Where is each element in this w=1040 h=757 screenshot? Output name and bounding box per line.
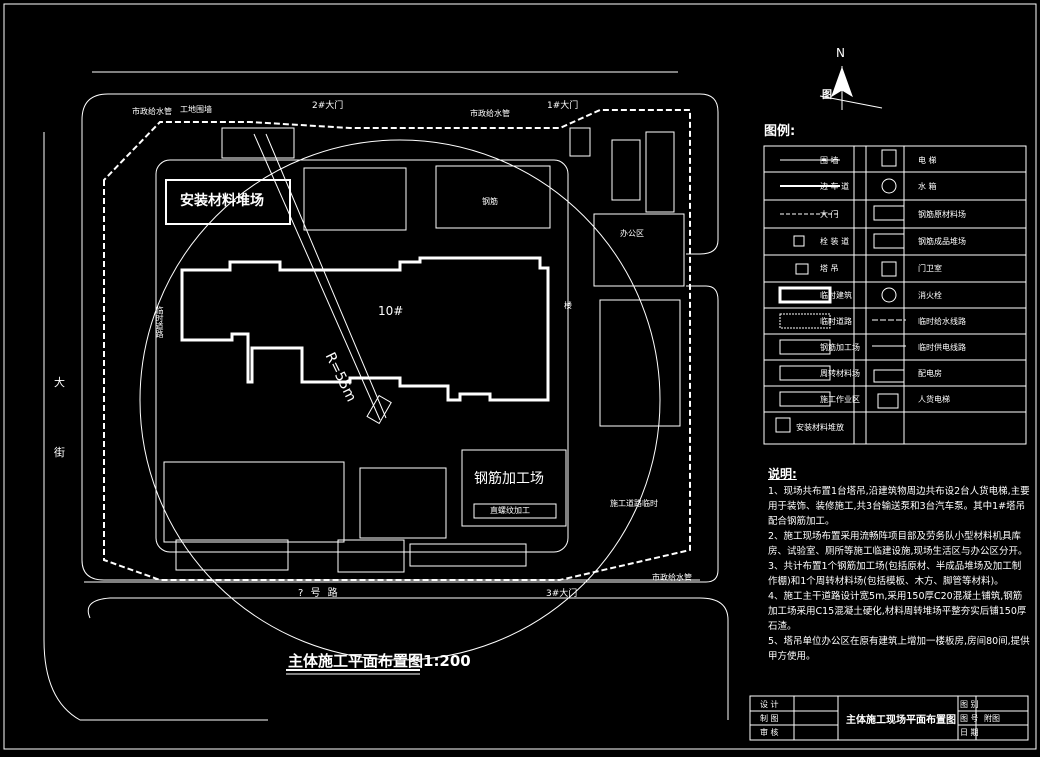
water-main-label-c: 市政给水管 — [652, 573, 692, 582]
note-item: 1、现场共布置1台塔吊,沿建筑物周边共布设2台人货电梯,主要用于装饰、装修施工,… — [768, 486, 1030, 527]
street-label-a: 大 — [54, 376, 65, 389]
legend-item: 周转材料场 — [820, 369, 860, 378]
crane-arm — [253, 133, 381, 421]
street-label-b: 街 — [54, 446, 65, 459]
legend-item: 施工作业区 — [820, 395, 860, 404]
legend-item: 电 梯 — [918, 156, 937, 165]
title-block-number-value: 附图 — [984, 714, 1000, 723]
legend-item: 临时供电线路 — [918, 343, 966, 352]
tower-crane — [366, 394, 392, 425]
north-label: N — [836, 46, 845, 60]
install-yard-label: 安装材料堆场 — [180, 193, 264, 209]
drawing-frame — [3, 3, 1037, 750]
building-10-outline — [180, 256, 550, 402]
title-block-date-label: 日 期 — [960, 728, 979, 737]
water-main-label-a: 市政给水管 — [132, 107, 172, 116]
south-road-edge — [87, 597, 729, 720]
outer-site-road — [108, 93, 719, 255]
legend-item: 栓 装 道 — [820, 237, 850, 246]
office-block-bottom-1 — [175, 539, 289, 571]
office-block-top — [221, 127, 295, 159]
west-street-edge — [43, 132, 268, 721]
notes-title: 说明: — [768, 467, 797, 481]
crane-radius-circle — [139, 139, 661, 661]
turnover-material-yard — [163, 461, 345, 543]
install-material-yard — [165, 179, 291, 225]
east-building-2 — [599, 299, 681, 427]
legend-item: 钢筋原材料场 — [918, 210, 966, 219]
title-block-number-label: 图 号 — [960, 714, 979, 723]
inner-site-road — [155, 159, 569, 553]
title-block-check: 审 核 — [760, 728, 779, 737]
rebar-yard-label: 钢筋加工场 — [474, 471, 544, 487]
legend-item: 围 墙 — [820, 156, 839, 165]
east-building-1 — [593, 213, 685, 287]
ne-building-2 — [611, 139, 641, 201]
office-area-label: 办公区 — [620, 229, 644, 238]
legend-item: 临时给水线路 — [918, 317, 966, 326]
thread-processing-label: 直螺纹加工 — [490, 506, 530, 515]
south-road-label: ? 号 路 — [298, 588, 340, 599]
stair-label: 楼 — [564, 301, 572, 310]
legend-item: 钢筋加工场 — [820, 343, 860, 352]
water-main-label-b: 市政给水管 — [470, 109, 510, 118]
legend-item: 水 箱 — [918, 182, 937, 191]
note-item: 4、施工主干道路设计宽5m,采用150厚C20混凝土铺筑,钢筋加工场采用C15混… — [768, 591, 1027, 632]
legend-item: 配电房 — [918, 369, 942, 378]
south-road-curb — [84, 285, 719, 583]
title-block-drawing-name: 主体施工现场平面布置图 — [846, 715, 956, 726]
crane-arm-2 — [265, 133, 387, 419]
legend-item: 临时建筑 — [820, 291, 852, 300]
note-item: 3、共计布置1个钢筋加工场(包括原材、半成品堆场及加工制作棚)和1个周转材料场(… — [768, 561, 1022, 587]
shed-label: 钢筋 — [482, 197, 498, 206]
note-item: 2、施工现场布置采用流畅阵项目部及劳务队小型材料机具库房、试验室、厕所等施工临建… — [768, 531, 1028, 557]
fire-road-label: 临时道路 — [155, 306, 164, 338]
ne-building-3 — [645, 131, 675, 213]
gate-1-label: 1#大门 — [547, 101, 579, 111]
gate-2-label: 2#大门 — [312, 101, 344, 111]
plan-title: 主体施工平面布置图1:200 — [288, 652, 471, 670]
outer-site-road-west — [81, 93, 700, 581]
legend-item: 塔 吊 — [820, 264, 839, 273]
temp-road-label: 施工道路临时 — [610, 499, 658, 508]
work-area-top — [435, 165, 551, 229]
rebar-processing-yard — [461, 449, 567, 527]
notes-block: 说明: 1、现场共布置1台塔吊,沿建筑物周边共布设2台人货电梯,主要用于装饰、装… — [768, 467, 1030, 664]
north-sub-label: 图 — [822, 90, 832, 101]
legend-table — [763, 145, 1027, 445]
legend-item: 安装材料堆放 — [796, 423, 844, 432]
thread-processing-box — [473, 503, 557, 519]
legend-item: 人货电梯 — [918, 395, 950, 404]
gate-3-label: 3#大门 — [546, 589, 578, 599]
office-block-bottom-2 — [337, 539, 405, 573]
legend-title: 图例: — [764, 124, 796, 139]
legend-item: 门卫室 — [918, 264, 942, 273]
legend-item: 消火栓 — [918, 291, 942, 300]
rebar-raw-yard — [359, 467, 447, 539]
legend-item: 临时道路 — [820, 317, 852, 326]
site-fence-label: 工地围墙 — [180, 105, 212, 114]
note-item: 5、塔吊单位办公区在原有建筑上增加一楼板房,房间80间,提供甲方使用。 — [768, 636, 1030, 662]
legend-item: 大 门 — [820, 210, 839, 219]
legend-item: 钢筋成品堆场 — [918, 237, 966, 246]
legend-item: 边 车 道 — [820, 182, 850, 191]
material-storage-yard — [303, 167, 407, 231]
title-block-sheet-label: 图 别 — [960, 700, 979, 709]
office-block-bottom-3 — [409, 543, 527, 567]
title-block — [749, 695, 1029, 741]
title-block-design: 设 计 — [760, 700, 779, 709]
building-10-label: 10# — [378, 304, 404, 318]
ne-building-1 — [569, 127, 591, 157]
title-block-draw: 制 图 — [760, 714, 779, 723]
